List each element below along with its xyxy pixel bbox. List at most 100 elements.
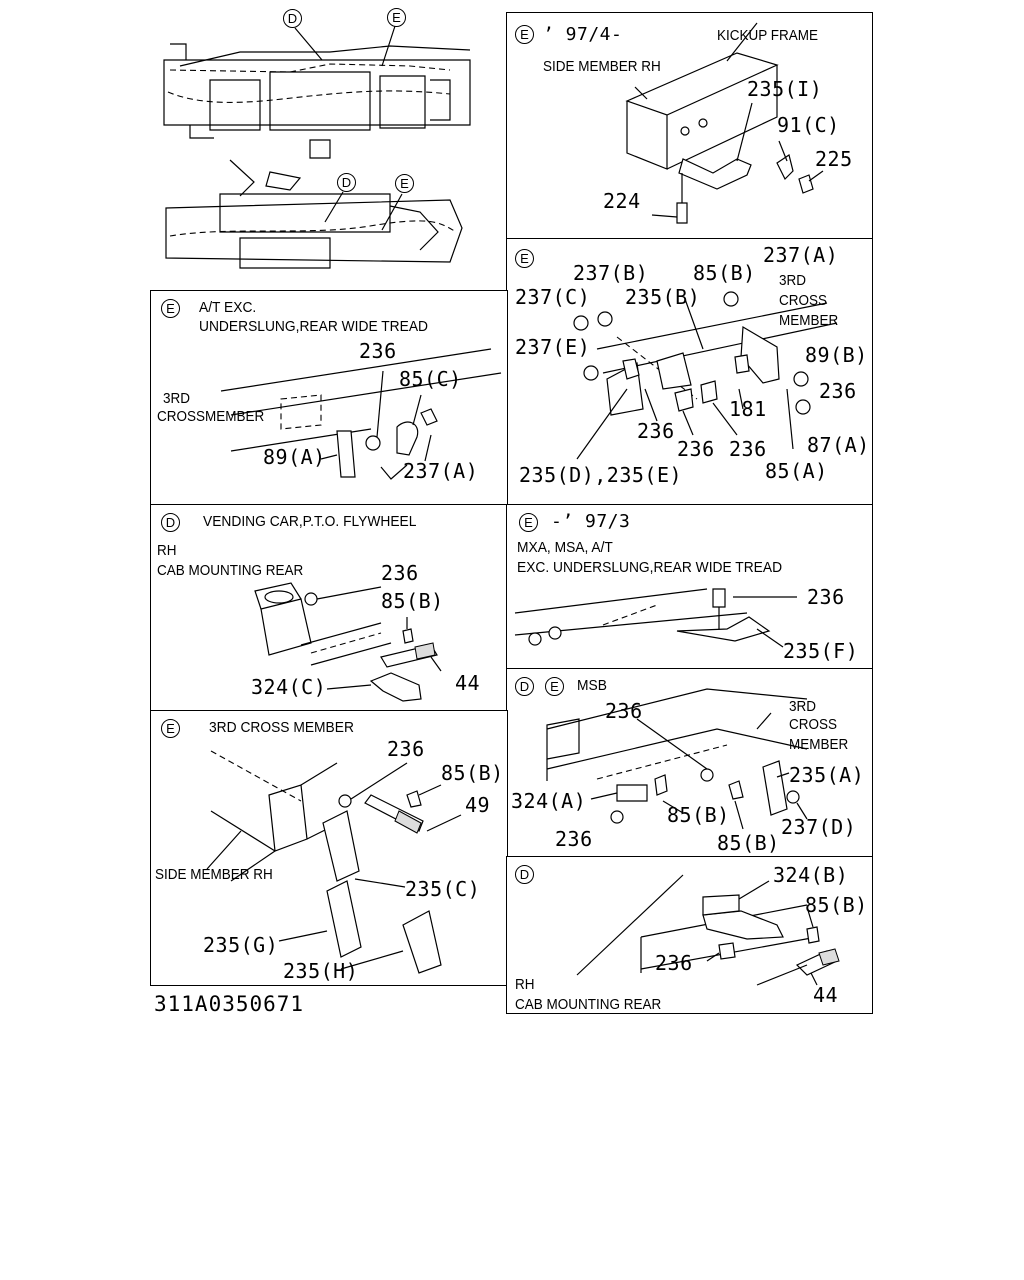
part-44-cab-rear: 44 xyxy=(813,983,839,1007)
part-85-a: 85(A) xyxy=(765,459,828,483)
part-324-a: 324(A) xyxy=(511,789,587,813)
cross-member-title: 3RD CROSS MEMBER xyxy=(209,719,354,736)
ref-d-msb: D xyxy=(515,677,534,696)
part-236-to-97-3: 236 xyxy=(807,585,845,609)
to-97-3-date: -’ 97/3 xyxy=(551,511,631,532)
ref-e-msb: E xyxy=(545,677,564,696)
ref-e-cross-member: E xyxy=(161,719,180,738)
part-235-d-e: 235(D),235(E) xyxy=(519,463,683,487)
part-235-a-msb: 235(A) xyxy=(789,763,865,787)
label-cross: CROSS xyxy=(779,292,828,309)
panel-msb: D E MSB 3RD CROSS MEMBER 236 235(A) 324(… xyxy=(506,668,873,858)
kickup-frame-drawing xyxy=(625,22,824,224)
at-exc-title-1: A/T EXC. xyxy=(199,299,257,316)
to-97-3-title-1: MXA, MSA, A/T xyxy=(517,539,613,556)
part-49: 49 xyxy=(465,793,491,817)
ref-e-to-97-3: E xyxy=(519,513,538,532)
part-235-g: 235(G) xyxy=(203,933,279,957)
label-3rd: 3RD xyxy=(779,272,807,289)
panel-third-cross-member: E 237(A) 237(B) 85(B) 3RD CROSS MEMBER 2… xyxy=(506,238,873,506)
cab-mounting-rear-drawing xyxy=(576,874,840,986)
ref-e-at-exc: E xyxy=(161,299,180,318)
label-kickup-frame: KICKUP FRAME xyxy=(717,27,819,44)
label-rh-cab-rear: RH xyxy=(515,976,535,993)
label-3rd-msb: 3RD xyxy=(789,698,817,715)
part-237-c: 237(C) xyxy=(515,285,591,309)
part-237-a-at: 237(A) xyxy=(403,459,479,483)
part-236-a: 236 xyxy=(637,419,675,443)
label-3rd-at: 3RD xyxy=(163,390,191,407)
vending-title: VENDING CAR,P.T.O. FLYWHEEL xyxy=(203,513,417,530)
part-85-b-vending: 85(B) xyxy=(381,589,444,613)
part-236-right: 236 xyxy=(819,379,857,403)
part-236-msb-bottom: 236 xyxy=(555,827,593,851)
part-85-b: 85(B) xyxy=(693,261,756,285)
label-side-member-rh: SIDE MEMBER RH xyxy=(543,58,661,75)
at-exc-title-2: UNDERSLUNG,REAR WIDE TREAD xyxy=(199,318,429,335)
part-324-c: 324(C) xyxy=(251,675,327,699)
part-225: 225 xyxy=(815,147,853,171)
label-cab-mounting-rear: CAB MOUNTING REAR xyxy=(515,996,662,1013)
panel-cab-mounting-rear: D 324(B) 85(B) 236 RH 44 CAB MOUNTING RE… xyxy=(506,856,873,1014)
chassis-drawing xyxy=(163,25,471,269)
part-236-cross: 236 xyxy=(387,737,425,761)
callout-e-side: E xyxy=(395,174,414,193)
ref-d-cab-rear: D xyxy=(515,865,534,884)
part-236-vending: 236 xyxy=(381,561,419,585)
callout-d-top: D xyxy=(283,9,302,28)
panel-to-97-3: E -’ 97/3 MXA, MSA, A/T EXC. UNDERSLUNG,… xyxy=(506,504,873,672)
part-85-b-cross: 85(B) xyxy=(441,761,504,785)
part-85-c: 85(C) xyxy=(399,367,462,391)
at-exc-drawing xyxy=(220,348,502,480)
part-85-b-msb-1: 85(B) xyxy=(667,803,730,827)
label-member-msb: MEMBER xyxy=(789,736,849,753)
ref-e-third-cross: E xyxy=(515,249,534,268)
part-235-h: 235(H) xyxy=(283,959,359,983)
part-235-i: 235(I) xyxy=(747,77,823,101)
part-235-c: 235(C) xyxy=(405,877,481,901)
part-89-b: 89(B) xyxy=(805,343,868,367)
part-236-at: 236 xyxy=(359,339,397,363)
cross-member-drawing xyxy=(206,750,462,974)
to-97-3-title-2: EXC. UNDERSLUNG,REAR WIDE TREAD xyxy=(517,559,783,576)
msb-title: MSB xyxy=(577,677,607,694)
part-236-msb-top: 236 xyxy=(605,699,643,723)
part-91-c: 91(C) xyxy=(777,113,840,137)
label-rh-vending: RH xyxy=(157,542,177,559)
panel-kickup-frame: E ’ 97/4- KICKUP FRAME SIDE MEMBER RH 23… xyxy=(506,12,873,240)
callout-e-top: E xyxy=(387,8,406,27)
figure-code: 311A0350671 xyxy=(154,992,305,1016)
part-89-a: 89(A) xyxy=(263,445,326,469)
msb-drawing xyxy=(546,688,808,830)
ref-d-vending: D xyxy=(161,513,180,532)
label-member: MEMBER xyxy=(779,312,839,329)
label-side-member-rh-cross: SIDE MEMBER RH xyxy=(155,866,273,883)
part-181: 181 xyxy=(729,397,767,421)
part-237-e: 237(E) xyxy=(515,335,591,359)
part-237-d: 237(D) xyxy=(781,815,857,839)
part-237-a: 237(A) xyxy=(763,243,839,267)
label-cross-msb: CROSS xyxy=(789,716,838,733)
overview-diagram: D E D E xyxy=(150,0,490,285)
part-44-vending: 44 xyxy=(455,671,481,695)
panel-vending-car: D VENDING CAR,P.T.O. FLYWHEEL RH CAB MOU… xyxy=(150,504,508,712)
part-236-c: 236 xyxy=(729,437,767,461)
third-cross-drawing xyxy=(573,291,838,460)
part-85-b-msb-2: 85(B) xyxy=(717,831,780,855)
panel-cross-member: E 3RD CROSS MEMBER 236 85(B) 49 SIDE MEM… xyxy=(150,710,508,986)
part-236-b: 236 xyxy=(677,437,715,461)
label-cab-mounting-vending: CAB MOUNTING REAR xyxy=(157,562,304,579)
vending-car-drawing xyxy=(254,582,442,702)
label-crossmember-at: CROSSMEMBER xyxy=(157,408,265,425)
part-224: 224 xyxy=(603,189,641,213)
to-97-3-drawing xyxy=(514,588,797,648)
part-235-f: 235(F) xyxy=(783,639,859,663)
part-87-a: 87(A) xyxy=(807,433,870,457)
part-324-b: 324(B) xyxy=(773,863,849,887)
kickup-date: ’ 97/4- xyxy=(543,24,623,45)
part-85-b-cab-rear: 85(B) xyxy=(805,893,868,917)
part-235-b: 235(B) xyxy=(625,285,701,309)
part-236-cab-rear: 236 xyxy=(655,951,693,975)
ref-e-kickup: E xyxy=(515,25,534,44)
callout-d-side: D xyxy=(337,173,356,192)
